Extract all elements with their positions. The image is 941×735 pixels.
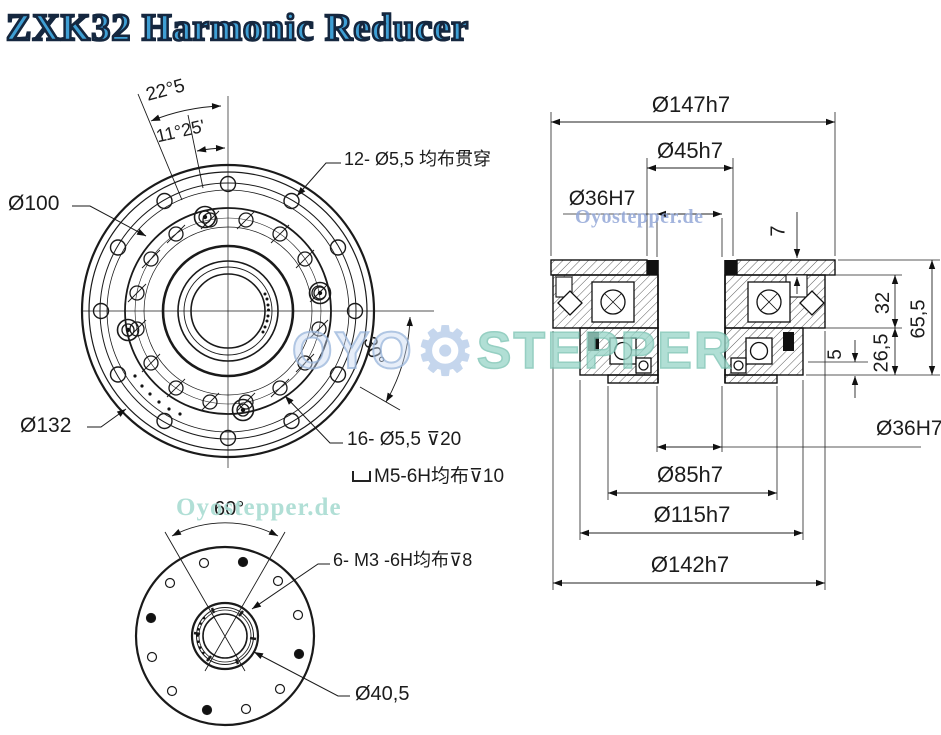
- dim-h32: 32: [872, 291, 895, 315]
- dim-holes-16-thread: M5-6H均布⊽10: [352, 466, 505, 488]
- dim-d100: Ø100: [8, 192, 60, 215]
- dim-d115: Ø115h7: [653, 502, 731, 527]
- extension-lines: [550, 112, 940, 590]
- counterbore-icon: [352, 471, 371, 482]
- dowel-holes: [116, 205, 332, 422]
- dim-arc-30deg: [385, 316, 413, 403]
- dim-d36-top: Ø36H7: [568, 187, 636, 210]
- dim-h5: 5: [824, 349, 846, 360]
- dim-angle-60: 60°: [214, 498, 245, 520]
- flange-holes: [145, 556, 305, 716]
- dim-arc-60deg: [171, 522, 279, 537]
- dim-d147: Ø147h7: [651, 92, 731, 117]
- front-view-drawing: [72, 93, 434, 468]
- dim-holes-6: 6- M3 -6H均布⊽8: [333, 550, 473, 570]
- leader-d40: [253, 651, 350, 697]
- bottom-view-drawing: [134, 522, 350, 727]
- section-view-drawing: [550, 112, 940, 590]
- counterbore-text: M5-6H均布⊽10: [374, 466, 505, 487]
- dim-holes-12: 12- Ø5,5 均布贯穿: [344, 149, 492, 169]
- thread-ticks: [193, 607, 257, 665]
- dim-d45: Ø45h7: [656, 138, 724, 163]
- leader-d100: [72, 205, 147, 237]
- seal-left: [647, 260, 658, 275]
- dim-arc-11deg: [196, 144, 226, 153]
- engraving-marks: [133, 292, 270, 416]
- dim-holes-16: 16- Ø5,5 ⊽20: [347, 429, 462, 450]
- leader-holes16: [284, 395, 343, 444]
- seal-right: [725, 260, 737, 275]
- page-title: ZXK32 Harmonic Reducer: [5, 6, 470, 51]
- dim-arc-22deg: [150, 103, 222, 122]
- dim-d40-5: Ø40,5: [355, 683, 410, 705]
- outer-bolt-holes: [92, 175, 364, 447]
- dim-d132: Ø132: [20, 414, 72, 437]
- leader-holes6: [251, 563, 330, 610]
- dim-h65-5: 65,5: [907, 299, 930, 339]
- dim-h26-5: 26,5: [870, 333, 893, 373]
- leader-holes12: [296, 162, 341, 197]
- dim-d142: Ø142h7: [650, 552, 730, 577]
- dim-d85: Ø85h7: [656, 462, 724, 487]
- hub-engraving: [196, 616, 206, 655]
- leader-d132: [87, 408, 127, 428]
- dimension-lines: [551, 118, 936, 587]
- inner-threaded-holes: [127, 210, 329, 412]
- dim-depth-7: 7: [767, 225, 790, 237]
- dim-d36-bottom: Ø36H7: [876, 417, 941, 440]
